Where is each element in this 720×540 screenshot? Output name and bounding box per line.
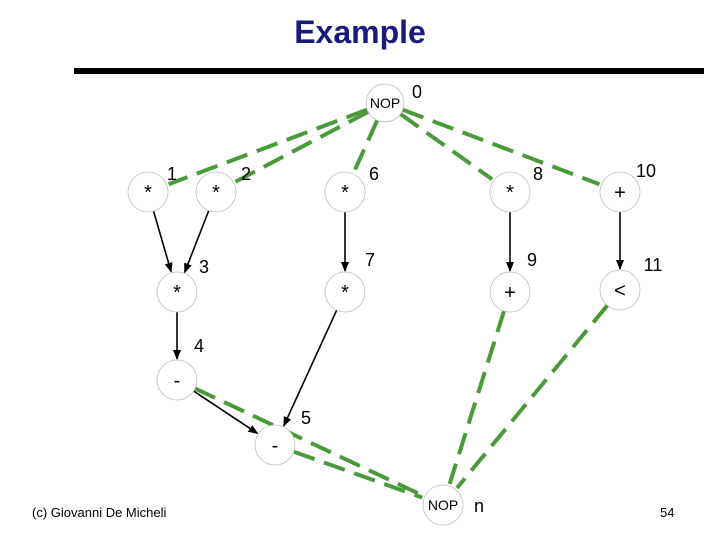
edge-source-v2 [234, 110, 370, 184]
node-v6: *6 [324, 164, 379, 213]
copyright-footer: (c) Giovanni De Micheli [32, 505, 167, 520]
edge-v5-sink [293, 449, 423, 500]
edge-v4-v5 [193, 390, 259, 435]
edge-source-v10 [402, 107, 601, 187]
node-op-v5: - [272, 435, 279, 457]
node-label-v4: 4 [194, 336, 204, 356]
node-op-v3: * [173, 282, 181, 304]
node-label-v8: 8 [533, 164, 543, 184]
node-op-v6: * [341, 182, 349, 204]
edge-source-v8 [399, 112, 494, 181]
edge-v9-sink [447, 310, 506, 485]
edge-v11-sink [455, 304, 609, 490]
node-v9: +9 [489, 250, 537, 313]
node-op-v9: + [504, 282, 516, 304]
node-circle-v8 [489, 171, 531, 213]
node-op-v2: * [212, 182, 220, 204]
node-op-v8: * [506, 182, 514, 204]
node-label-v5: 5 [301, 408, 311, 428]
node-circle-v4 [156, 359, 198, 401]
node-circle-v10 [599, 171, 641, 213]
node-sink: NOP n [422, 484, 484, 526]
node-circle-v5 [254, 424, 296, 466]
node-circle-v1 [127, 171, 169, 213]
edge-source-v1 [167, 107, 368, 187]
node-op-v11: < [614, 280, 626, 302]
edge-v2-v3 [183, 210, 210, 274]
node-label-v2: 2 [241, 164, 251, 184]
node-v11: <11 [599, 255, 663, 311]
node-label-v6: 6 [369, 164, 379, 184]
node-circle-v11 [599, 269, 641, 311]
node-v5: -5 [254, 408, 311, 466]
node-label-source: 0 [412, 82, 422, 102]
slide-title: Example [294, 14, 426, 50]
node-op-v10: + [614, 182, 626, 204]
node-op-v1: * [144, 182, 152, 204]
node-circle-v9 [489, 271, 531, 313]
node-circle-v2 [195, 171, 237, 213]
title-rule [74, 68, 704, 74]
edge-source-v6 [352, 119, 380, 173]
node-op-source: NOP [370, 95, 400, 111]
node-op-v4: - [174, 370, 181, 392]
node-label-v10: 10 [636, 161, 656, 181]
page-number: 54 [660, 505, 675, 520]
node-label-v3: 3 [199, 257, 209, 277]
edge-v4-sink [194, 386, 424, 498]
node-v3: *3 [156, 257, 209, 313]
node-label-v11: 11 [644, 255, 663, 275]
node-op-v7: * [341, 282, 349, 304]
node-label-v1: 1 [167, 164, 177, 184]
node-v10: +10 [599, 161, 656, 213]
node-circle-v3 [156, 271, 198, 313]
node-label-v7: 7 [365, 250, 375, 270]
edge-v7-v5 [283, 309, 338, 427]
node-circle-source [365, 83, 405, 123]
node-source: NOP 0 [365, 82, 422, 123]
node-label-v9: 9 [527, 250, 537, 270]
node-v2: *2 [195, 164, 251, 213]
edge-v1-v3 [152, 210, 173, 273]
node-v1: *1 [127, 164, 177, 213]
node-label-sink: n [474, 496, 484, 516]
node-v7: *7 [324, 250, 375, 313]
node-v4: -4 [156, 336, 204, 401]
node-op-sink: NOP [428, 497, 458, 513]
node-circle-v7 [324, 271, 366, 313]
node-v8: *8 [489, 164, 543, 213]
node-circle-sink [422, 484, 464, 526]
node-circle-v6 [324, 171, 366, 213]
